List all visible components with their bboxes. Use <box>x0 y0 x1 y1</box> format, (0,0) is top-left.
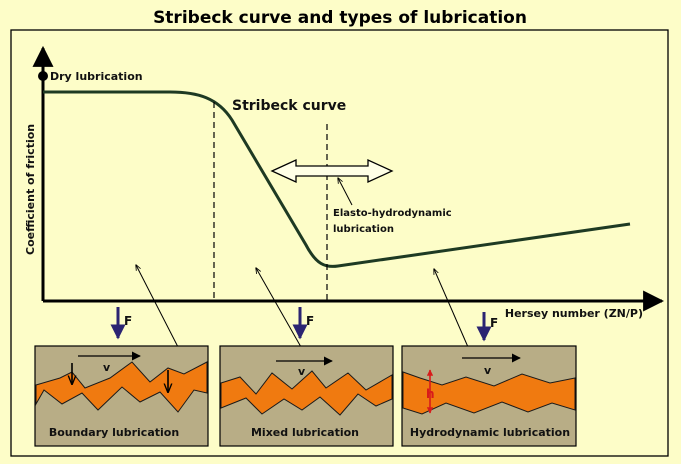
page-title: Stribeck curve and types of lubrication <box>153 8 527 28</box>
stribeck-curve-label: Stribeck curve <box>232 98 346 114</box>
pointer-boundary <box>136 265 179 348</box>
force-label: F <box>124 314 132 328</box>
gap-label: h <box>426 387 435 401</box>
force-label: F <box>490 316 498 330</box>
panel-boundary: F v Boundary lubrication <box>34 307 209 447</box>
panel-label: Hydrodynamic lubrication <box>410 426 570 439</box>
x-axis-label: Hersey number (ZN/P) <box>505 307 643 320</box>
pointer-mixed <box>256 268 302 348</box>
ehd-range-arrow <box>270 158 394 184</box>
panel-label: Boundary lubrication <box>49 426 179 439</box>
ehd-pointer-arrow <box>338 178 353 206</box>
panel-hydrodynamic: F v h Hydrodynamic lubrication <box>401 312 577 447</box>
ehd-label-line2: lubrication <box>333 224 394 235</box>
ehd-label-line1: Elasto-hydrodynamic <box>333 208 452 219</box>
force-label: F <box>306 314 314 328</box>
pointer-hydrodynamic <box>434 269 469 348</box>
outer-frame <box>10 29 669 457</box>
velocity-label: v <box>484 364 492 377</box>
panel-mixed: F v Mixed lubrication <box>219 307 394 447</box>
dry-lubrication-label: Dry lubrication <box>50 70 143 83</box>
velocity-label: v <box>103 361 111 374</box>
velocity-label: v <box>298 365 306 378</box>
panel-label: Mixed lubrication <box>251 426 359 439</box>
y-axis-label: Coefficient of friction <box>24 124 37 255</box>
stribeck-curve <box>43 90 631 268</box>
dry-lubrication-point <box>38 71 48 81</box>
